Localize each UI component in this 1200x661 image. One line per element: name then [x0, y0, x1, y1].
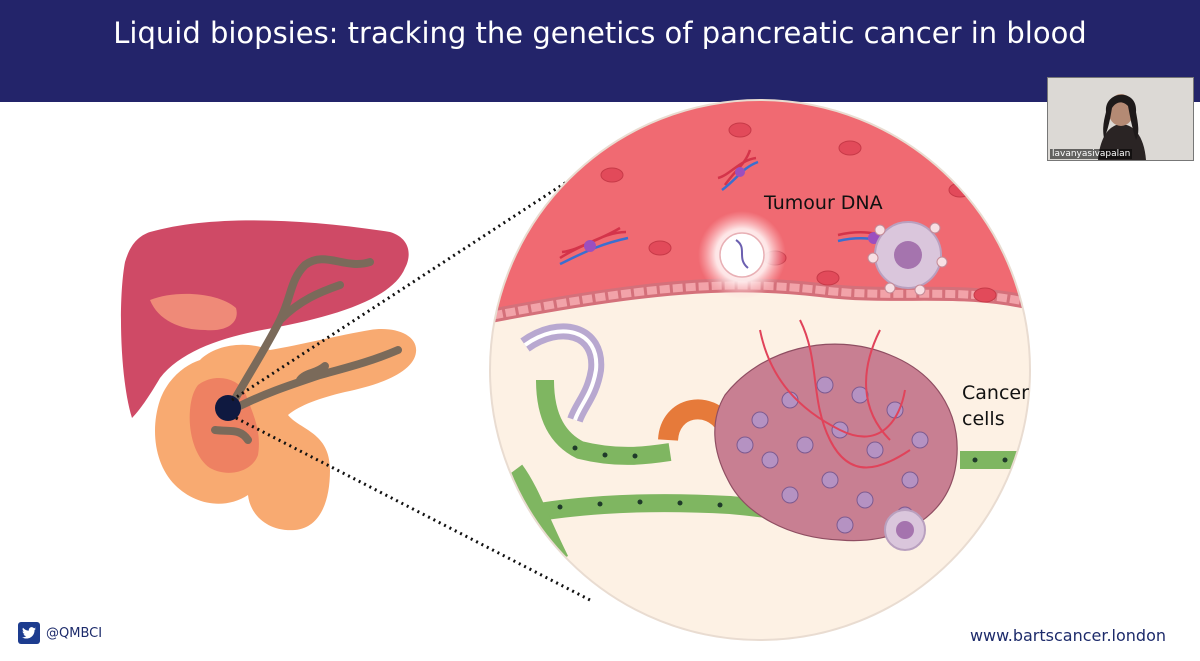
- speaker-video-thumbnail[interactable]: lavanyasivapalan: [1047, 77, 1194, 161]
- magnified-view: [489, 99, 1031, 641]
- twitter-icon: [18, 622, 40, 644]
- twitter-handle: @QMBCI: [46, 625, 103, 641]
- participant-name: lavanyasivapalan: [1050, 149, 1133, 159]
- title-bar: Liquid biopsies: tracking the genetics o…: [0, 0, 1200, 102]
- tumour-blood-vessels: [759, 319, 911, 469]
- liver-shape: [120, 220, 409, 418]
- twitter-handle-footer: @QMBCI: [18, 622, 102, 644]
- speaker-avatar: [1048, 78, 1193, 160]
- glandular-duct: [520, 323, 605, 423]
- bile-duct: [211, 255, 402, 444]
- organ-illustration: [120, 220, 417, 531]
- cancer-cells-label: Cancer cells: [962, 382, 1029, 430]
- dna-strands: [559, 149, 901, 266]
- tumour-mass: [714, 343, 958, 542]
- slide-title: Liquid biopsies: tracking the genetics o…: [113, 16, 1087, 50]
- zoom-lines: [231, 170, 591, 602]
- tumour-side-cell: [884, 509, 926, 551]
- tumour-dna-label: Tumour DNA: [764, 192, 883, 214]
- website-url: www.bartscancer.london: [969, 626, 1166, 645]
- circulating-tumour-cell: [867, 221, 948, 296]
- gallbladder-shape: [150, 293, 237, 331]
- tumour-site: [215, 395, 241, 421]
